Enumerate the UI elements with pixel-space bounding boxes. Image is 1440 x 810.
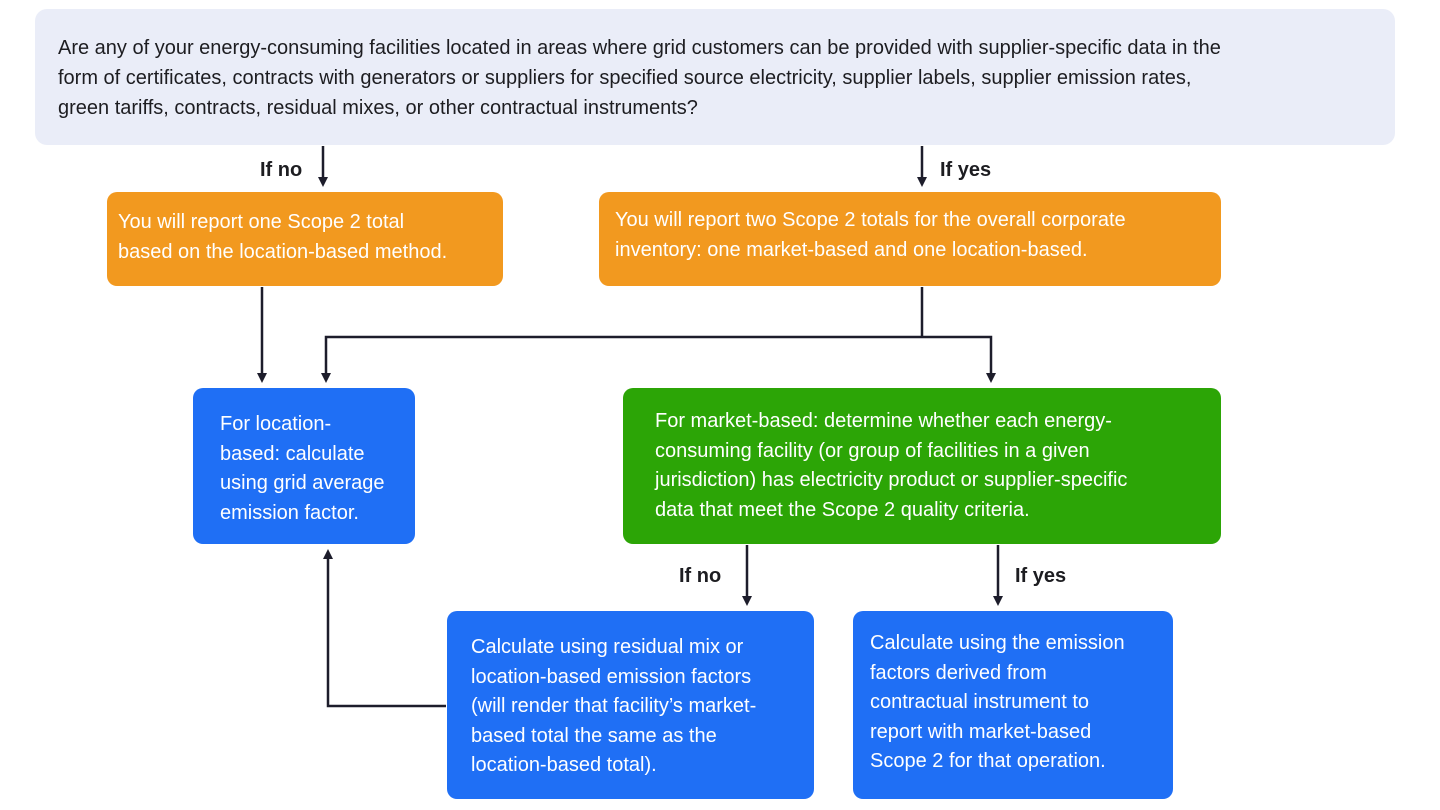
arrow-residual-to-location: [323, 549, 446, 708]
arrow-split-to-market: [922, 335, 996, 383]
market-based-box: For market-based: determine whether each…: [623, 388, 1221, 544]
location-based-box: For location- based: calculate using gri…: [193, 388, 415, 544]
residual-mix-box: Calculate using residual mix or location…: [447, 611, 814, 799]
report-one-total-box: You will report one Scope 2 total based …: [107, 192, 503, 286]
branch-label-top-yes: If yes: [940, 159, 992, 181]
report-two-totals-box: You will report two Scope 2 totals for t…: [599, 192, 1221, 286]
branch-label-market-yes: If yes: [1015, 565, 1067, 587]
contractual-instrument-box: Calculate using the emission factors der…: [853, 611, 1173, 799]
branch-label-top-no: If no: [260, 159, 303, 181]
branch-label-market-no: If no: [679, 565, 722, 587]
arrow-split-to-location: [321, 335, 922, 383]
question-box: Are any of your energy-consuming facilit…: [35, 9, 1395, 145]
